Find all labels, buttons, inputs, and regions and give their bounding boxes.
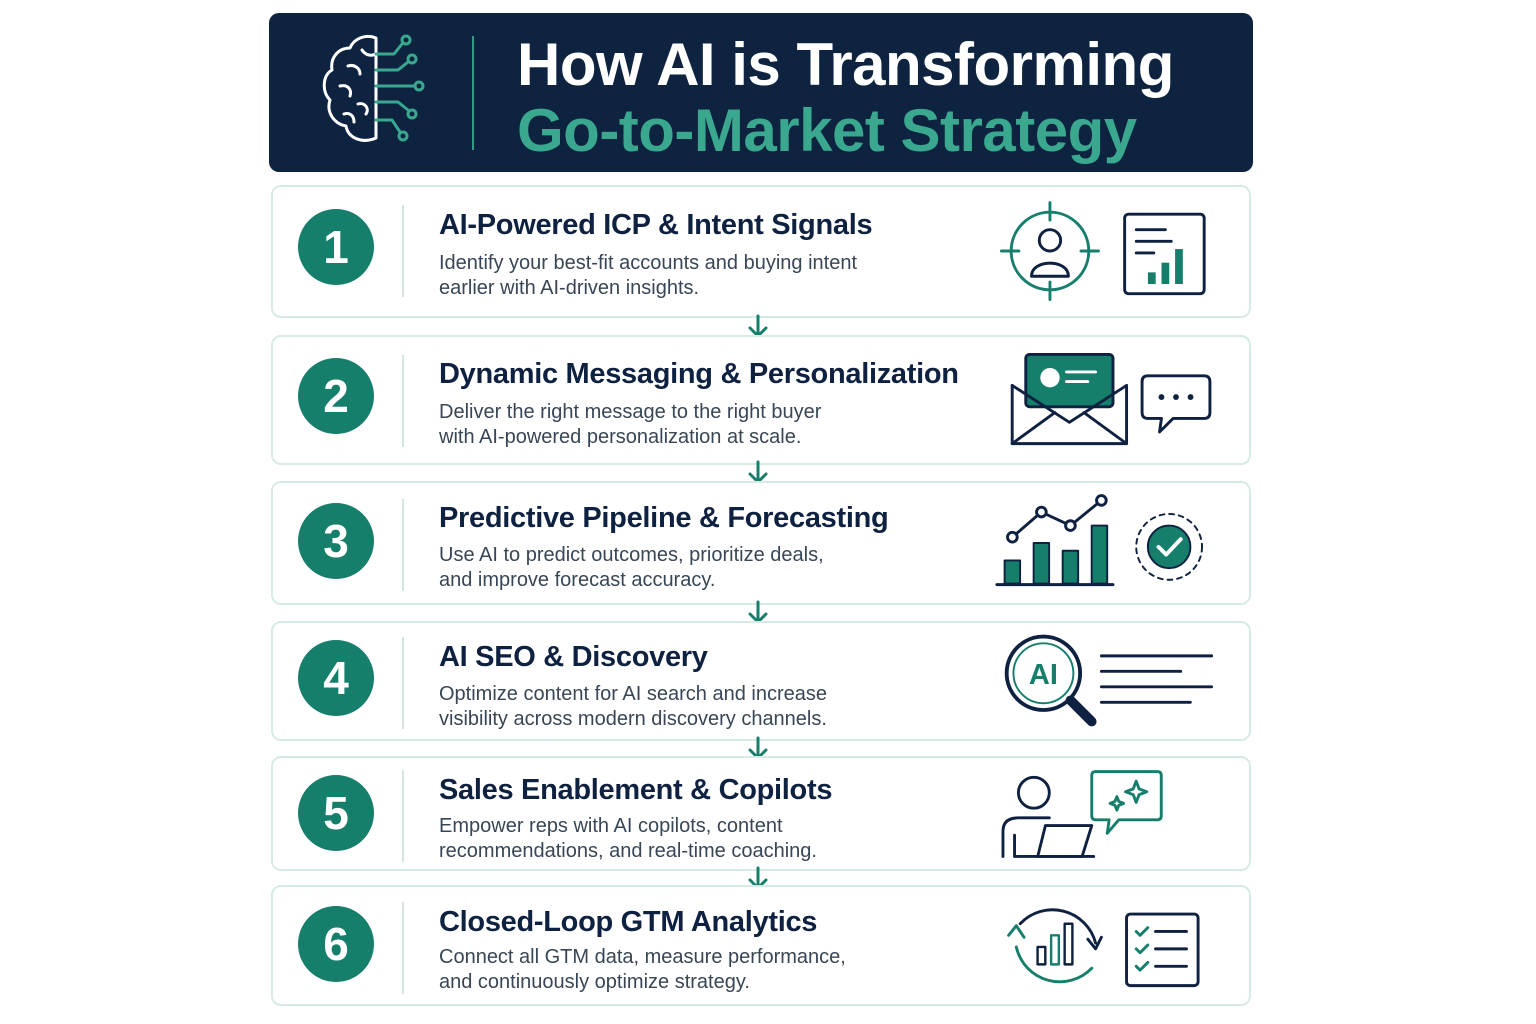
target-person-icon [1000,201,1100,301]
check-circle-icon [1135,513,1203,581]
step-description: Deliver the right message to the right b… [439,401,822,448]
step-title: Predictive Pipeline & Forecasting [439,502,889,534]
step-icons [1007,908,1200,988]
card-divider [402,637,404,729]
card-divider [402,355,404,447]
card-divider [402,205,404,297]
report-chart-icon [1123,212,1206,296]
chat-bubble-icon [1140,374,1212,434]
header-banner [269,13,1253,172]
header-divider [472,36,474,150]
step-title: Dynamic Messaging & Personalization [439,358,959,390]
sparkle-chat-icon [1090,770,1163,835]
step-number-badge: 2 [298,358,374,434]
step-icons [1000,201,1206,301]
card-divider [402,770,404,862]
title-line-1: How AI is Transforming [517,31,1174,98]
step-icons [1001,770,1163,858]
card-divider [402,499,404,591]
step-number-badge: 4 [298,640,374,716]
step-card-2: 2 Dynamic Messaging & Personalization De… [271,335,1251,465]
step-title: AI-Powered ICP & Intent Signals [439,209,873,241]
person-laptop-icon [1001,775,1096,858]
step-number-badge: 6 [298,906,374,982]
ai-icon-label: AI [1029,659,1058,691]
step-description: Connect all GTM data, measure performanc… [439,946,846,993]
step-description: Empower reps with AI copilots, content r… [439,815,817,862]
step-number-badge: 5 [298,775,374,851]
cycle-chart-icon [1007,908,1103,984]
ai-magnifier-icon: AI [1004,634,1097,727]
step-card-6: 6 Closed-Loop GTM Analytics Connect all … [271,885,1251,1006]
brain-circuit-icon [322,34,425,142]
step-description: Use AI to predict outcomes, prioritize d… [439,544,824,591]
step-title: Closed-Loop GTM Analytics [439,906,818,938]
step-card-3: 3 Predictive Pipeline & Forecasting Use … [271,481,1251,605]
title-line-2: Go-to-Market Strategy [517,97,1137,164]
step-title: Sales Enablement & Copilots [439,774,833,806]
envelope-profile-icon [1010,352,1129,446]
step-card-4: 4 AI SEO & Discovery Optimize content fo… [271,621,1251,741]
step-number-badge: 3 [298,503,374,579]
text-lines-icon [1099,654,1214,704]
step-icons: AI [1004,634,1214,727]
trend-bar-chart-icon [995,494,1115,587]
step-icons [995,494,1203,587]
card-divider [402,902,404,994]
step-icons [1010,352,1212,446]
step-card-5: 5 Sales Enablement & Copilots Empower re… [271,756,1251,871]
step-description: Identify your best-fit accounts and buyi… [439,252,858,299]
checklist-icon [1125,912,1200,988]
step-number-badge: 1 [298,209,374,285]
step-description: Optimize content for AI search and incre… [439,683,827,730]
step-title: AI SEO & Discovery [439,641,708,673]
step-card-1: 1 AI-Powered ICP & Intent Signals Identi… [271,185,1251,318]
